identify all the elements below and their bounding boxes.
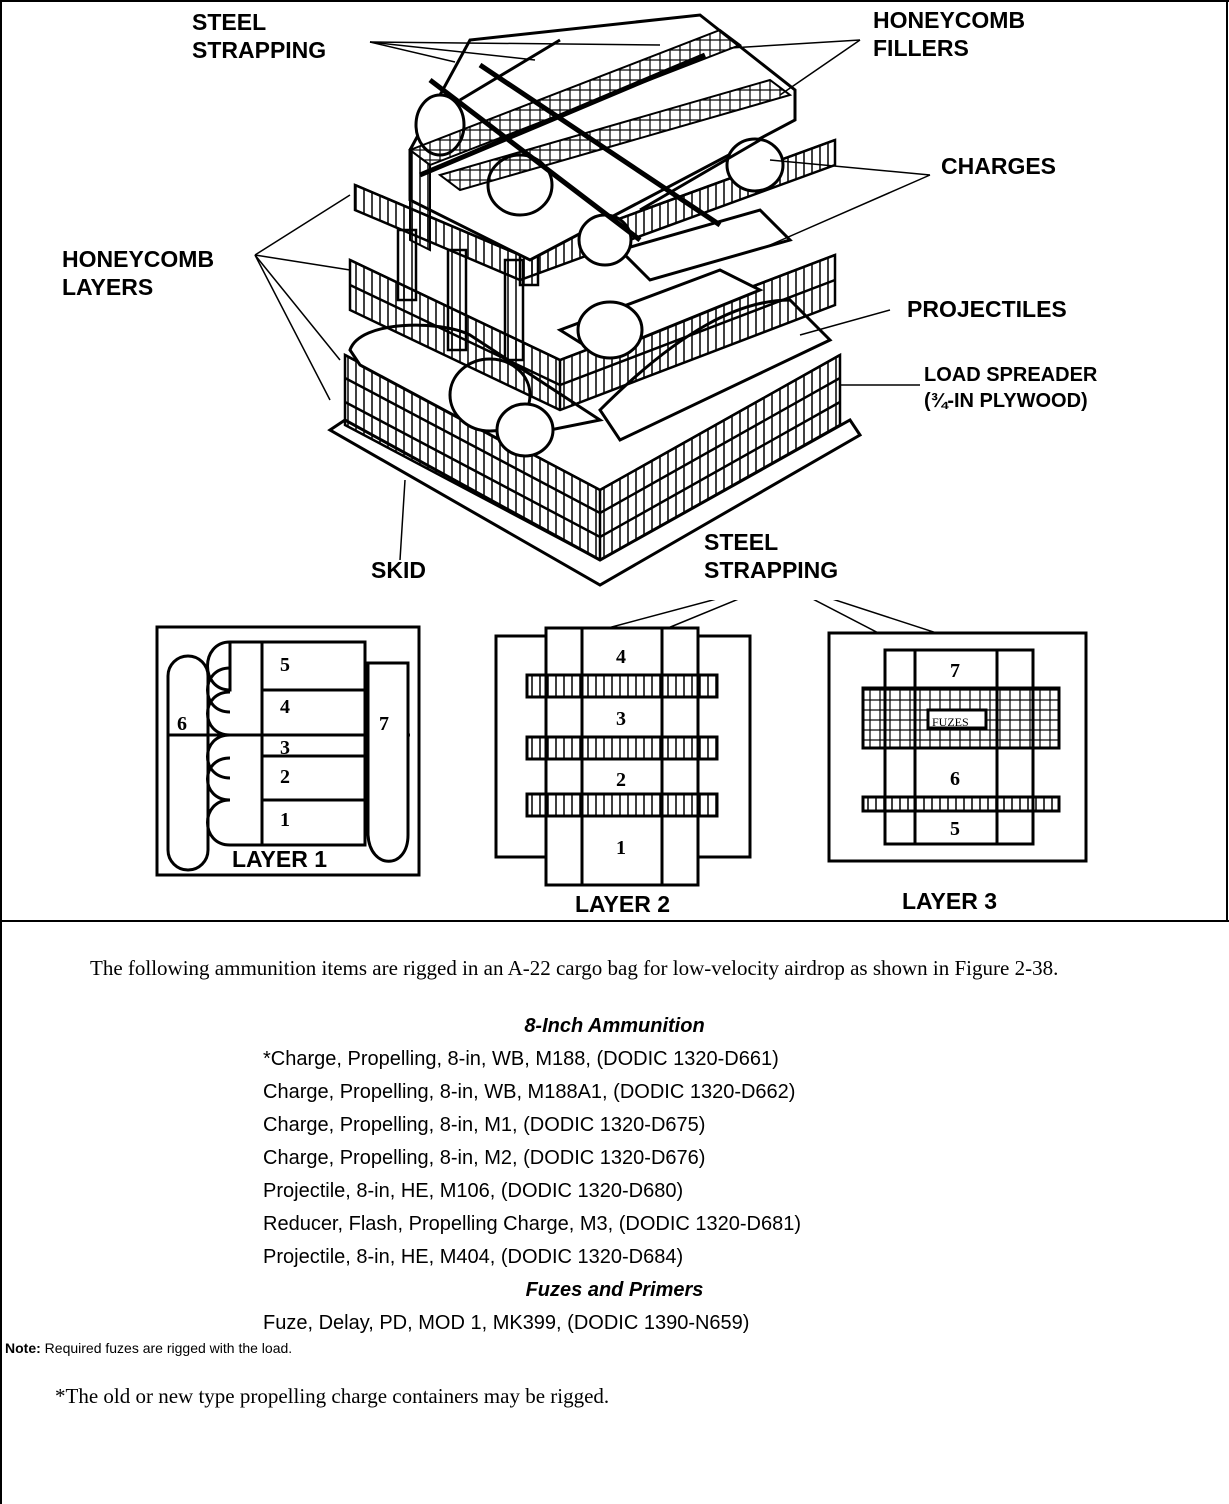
steel-strapping-top-label: STEEL STRAPPING: [192, 8, 326, 64]
ammo-item-1: *Charge, Propelling, 8-in, WB, M188, (DO…: [263, 1048, 779, 1071]
note-label: Note:: [5, 1340, 41, 1356]
ammo-item-2: Charge, Propelling, 8-in, WB, M188A1, (D…: [263, 1081, 795, 1104]
footnote: *The old or new type propelling charge c…: [55, 1384, 609, 1409]
layer2-number-3: 3: [616, 705, 626, 733]
intro-paragraph: The following ammunition items are rigge…: [90, 954, 1215, 982]
charges-label: CHARGES: [941, 152, 1056, 180]
heading-8-inch-ammunition: 8-Inch Ammunition: [0, 1015, 1229, 1038]
heading-fuzes-and-primers: Fuzes and Primers: [0, 1279, 1229, 1302]
ammo-item-6: Reducer, Flash, Propelling Charge, M3, (…: [263, 1213, 801, 1236]
steel-strapping-bottom-label: STEEL STRAPPING: [704, 528, 838, 584]
ammo-item-5: Projectile, 8-in, HE, M106, (DODIC 1320-…: [263, 1180, 683, 1203]
layer1-number-5: 5: [280, 651, 290, 679]
layer1-number-1: 1: [280, 806, 290, 834]
layer1-caption: LAYER 1: [232, 845, 327, 873]
layer2-caption: LAYER 2: [575, 890, 670, 918]
load-spreader-label: LOAD SPREADER (¾-IN PLYWOOD): [924, 362, 1097, 414]
ammo-item-3: Charge, Propelling, 8-in, M1, (DODIC 132…: [263, 1114, 705, 1137]
layer1-number-2: 2: [280, 763, 290, 791]
note: Note: Required fuzes are rigged with the…: [5, 1340, 292, 1356]
layer-diagrams: [0, 600, 1229, 920]
skid-label: SKID: [371, 556, 426, 584]
layer3-number-6: 6: [950, 765, 960, 793]
honeycomb-fillers-label: HONEYCOMB FILLERS: [873, 6, 1025, 62]
layer3-number-7: 7: [950, 657, 960, 685]
ammo-item-7: Projectile, 8-in, HE, M404, (DODIC 1320-…: [263, 1246, 683, 1269]
figure: STEEL STRAPPING HONEYCOMB FILLERS CHARGE…: [0, 0, 1229, 920]
layer3-number-5: 5: [950, 815, 960, 843]
projectiles-label: PROJECTILES: [907, 295, 1067, 323]
layer2-number-1: 1: [616, 834, 626, 862]
layer1-number-3: 3: [280, 734, 290, 762]
layer1-number-4: 4: [280, 693, 290, 721]
honeycomb-layers-label: HONEYCOMB LAYERS: [62, 245, 214, 301]
layer3-fuzes-label: FUZES: [932, 708, 969, 736]
layer2-number-4: 4: [616, 643, 626, 671]
layer1-number-6: 6: [177, 710, 187, 738]
fuze-item-1: Fuze, Delay, PD, MOD 1, MK399, (DODIC 13…: [263, 1312, 749, 1335]
ammo-item-4: Charge, Propelling, 8-in, M2, (DODIC 132…: [263, 1147, 705, 1170]
layer3-caption: LAYER 3: [902, 887, 997, 915]
layer1-number-7: 7: [379, 710, 389, 738]
figure-text-divider: [0, 920, 1229, 922]
note-text: Required fuzes are rigged with the load.: [45, 1340, 292, 1356]
layer2-number-2: 2: [616, 766, 626, 794]
